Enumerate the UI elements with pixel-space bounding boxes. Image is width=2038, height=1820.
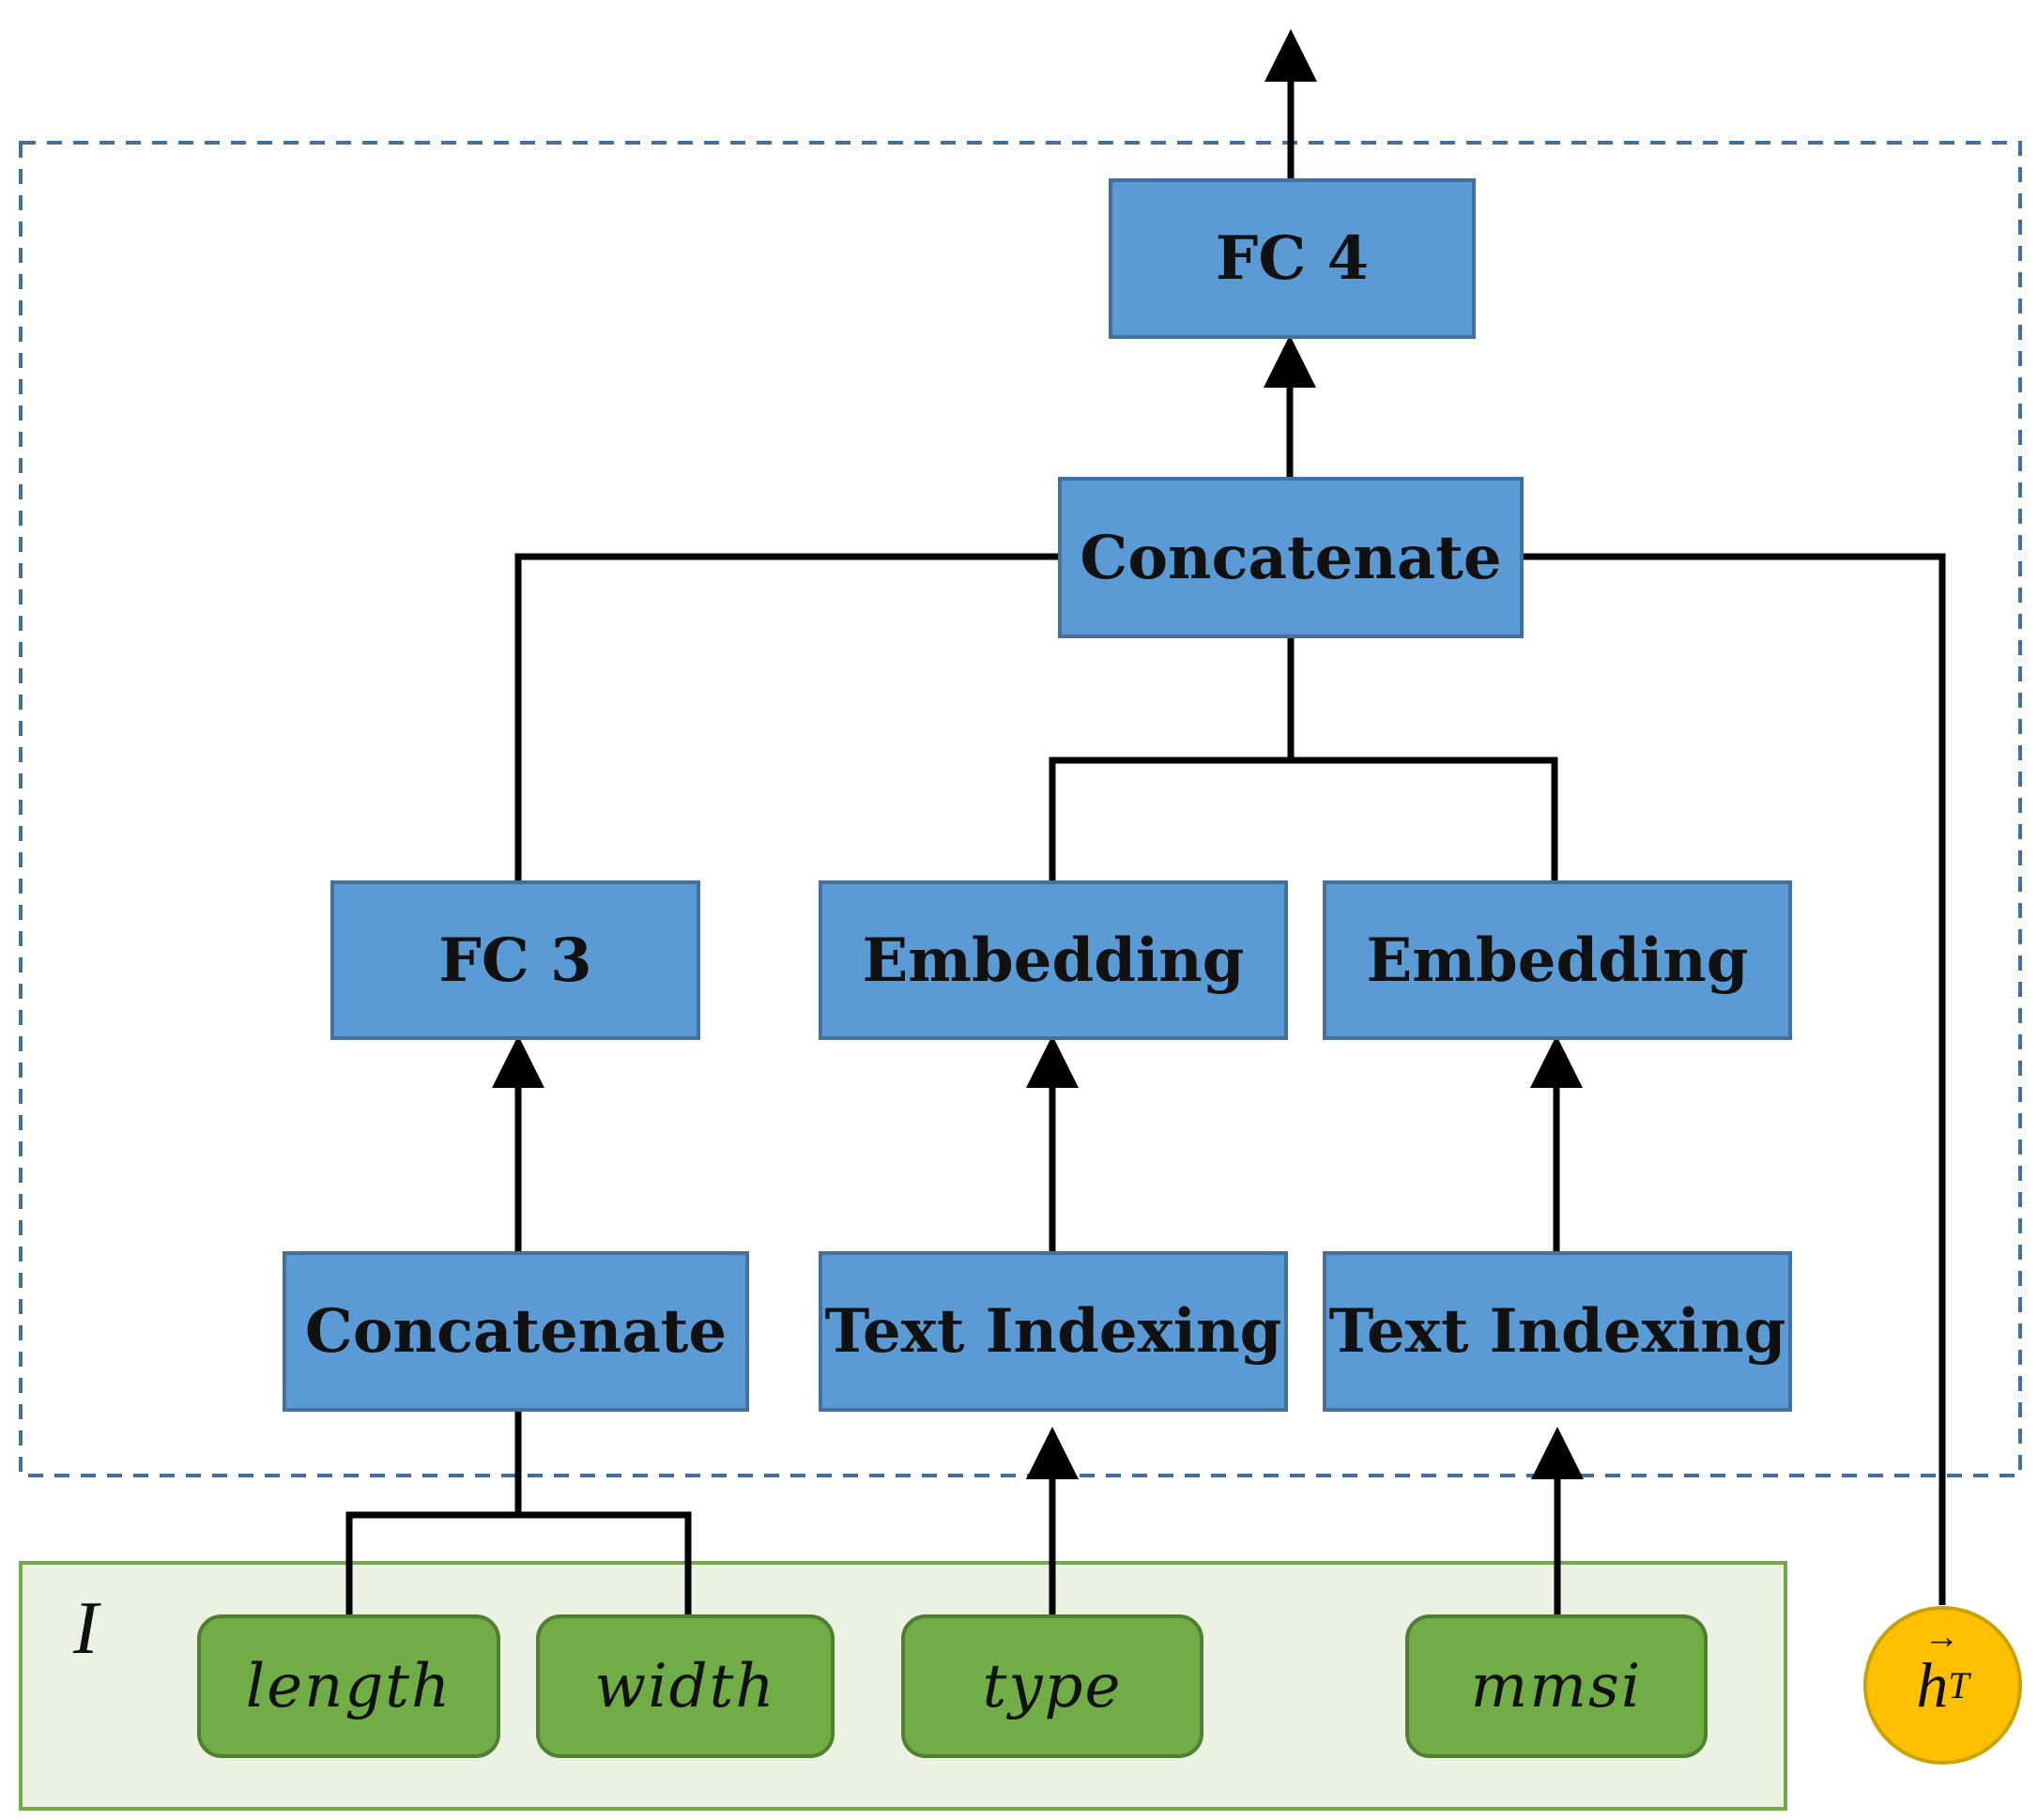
embedding-block-2: Embedding bbox=[1323, 880, 1792, 1040]
concatenate-bottom-block: Concatenate bbox=[283, 1251, 749, 1412]
edge-hidden-state-to-concat-top bbox=[1521, 553, 1946, 1605]
edge-fc3-to-concat-top bbox=[514, 553, 1058, 880]
edge-embeddings-to-concat-top bbox=[1049, 757, 1558, 880]
fc3-block: FC 3 bbox=[330, 880, 700, 1040]
module-boundary bbox=[19, 141, 2022, 1477]
input-group-label: I bbox=[73, 1587, 99, 1670]
vector-arrow-icon: h bbox=[1916, 1616, 1959, 1722]
text-indexing-block-2: Text Indexing bbox=[1323, 1251, 1792, 1412]
concatenate-top-block: Concatenate bbox=[1058, 477, 1524, 638]
hidden-state-subscript: T bbox=[1948, 1664, 1969, 1706]
input-type: type bbox=[901, 1614, 1203, 1758]
input-width: width bbox=[536, 1614, 835, 1758]
embedding-block-1: Embedding bbox=[819, 880, 1288, 1040]
fc4-block: FC 4 bbox=[1109, 178, 1476, 339]
input-mmsi: mmsi bbox=[1405, 1614, 1708, 1758]
hidden-state-symbol: h bbox=[1916, 1649, 1949, 1721]
text-indexing-block-1: Text Indexing bbox=[819, 1251, 1288, 1412]
hidden-state-node: hT bbox=[1863, 1606, 2022, 1765]
input-length: length bbox=[197, 1614, 500, 1758]
